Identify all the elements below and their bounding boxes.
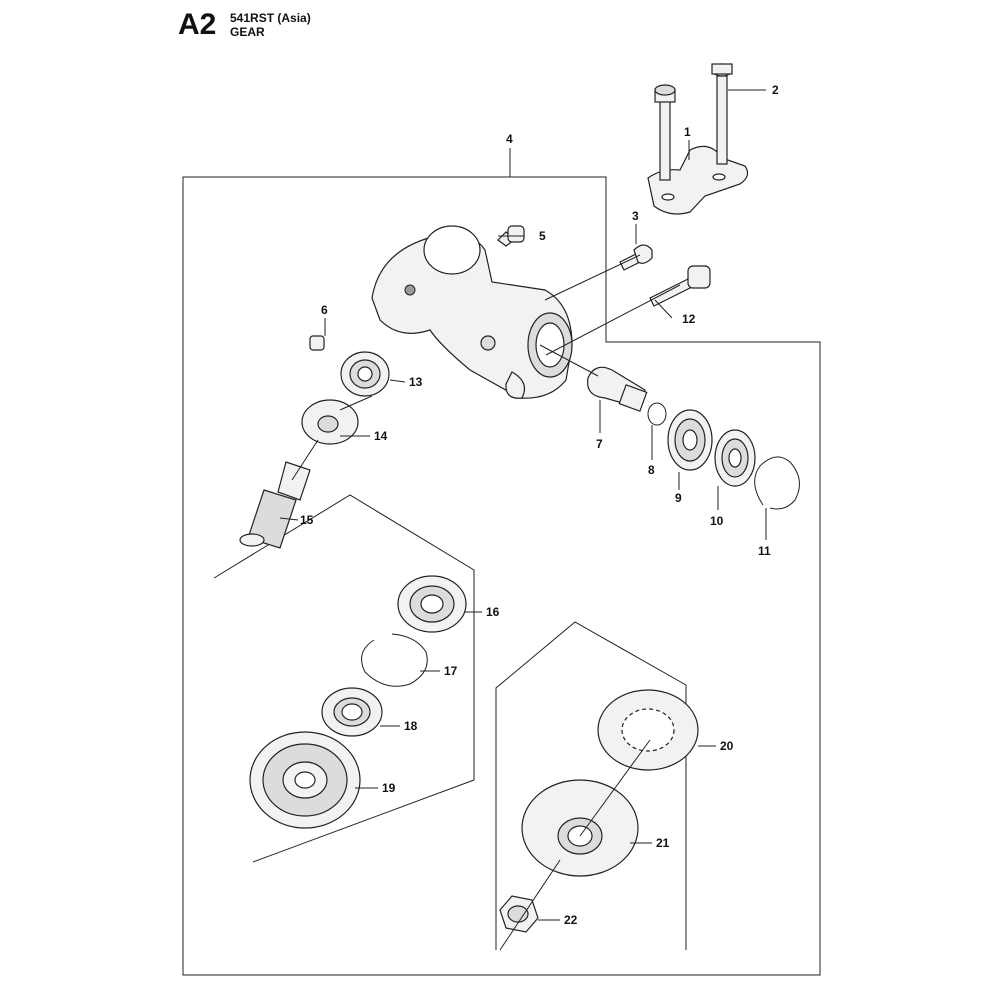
part-gear-wheel-19 [249,731,361,829]
leader-lines [279,89,767,951]
callout-20: 20 [720,739,734,753]
sub-outline-clutch-group [495,621,687,950]
part-gear-housing [371,225,573,399]
part-pinion-shaft-15 [239,461,311,549]
callout-10: 10 [710,514,724,528]
part-screw-6 [309,335,325,351]
callout-19: 19 [382,781,396,795]
callout-11: 11 [758,544,771,558]
callout-4: 4 [506,132,513,146]
section-title: GEAR [230,25,265,39]
callout-12: 12 [682,312,696,326]
callout-1: 1 [684,125,691,139]
callout-17: 17 [444,664,458,678]
part-circlip-11 [754,456,800,510]
callout-2: 2 [772,83,779,97]
part-toothed-washer-20 [597,689,699,771]
part-circlip-8 [647,402,667,426]
assembly-outline-4 [182,176,821,976]
callout-7: 7 [596,437,603,451]
callout-22: 22 [564,913,578,927]
model-name: 541RST (Asia) [230,11,311,25]
callout-8: 8 [648,463,655,477]
part-bearing-10 [714,429,756,487]
part-bolt-12 [649,265,711,307]
callout-18: 18 [404,719,418,733]
part-nut-22 [499,895,539,933]
part-bolt-2 [711,63,733,165]
part-bolt-1 [654,84,676,181]
sub-outline-bearing-group [213,494,475,863]
part-bearing-16 [397,575,467,633]
callout-13: 13 [409,375,423,389]
part-washer-14 [301,399,359,445]
callout-9: 9 [675,491,682,505]
part-screw-5 [497,225,525,247]
callout-5: 5 [539,229,546,243]
callout-16: 16 [486,605,500,619]
part-seal-18 [321,687,383,737]
callout-21: 21 [656,836,670,850]
callout-6: 6 [321,303,328,317]
part-circlip-17 [361,633,428,687]
part-screw-3 [619,244,653,271]
callout-14: 14 [374,429,388,443]
part-support-cup-21 [521,779,639,877]
callout-15: 15 [300,513,314,527]
callout-3: 3 [632,209,639,223]
part-bearing-13 [340,351,390,397]
part-shaft-7 [587,366,648,412]
page-code: A2 [178,8,217,41]
part-bearing-9 [667,409,713,471]
